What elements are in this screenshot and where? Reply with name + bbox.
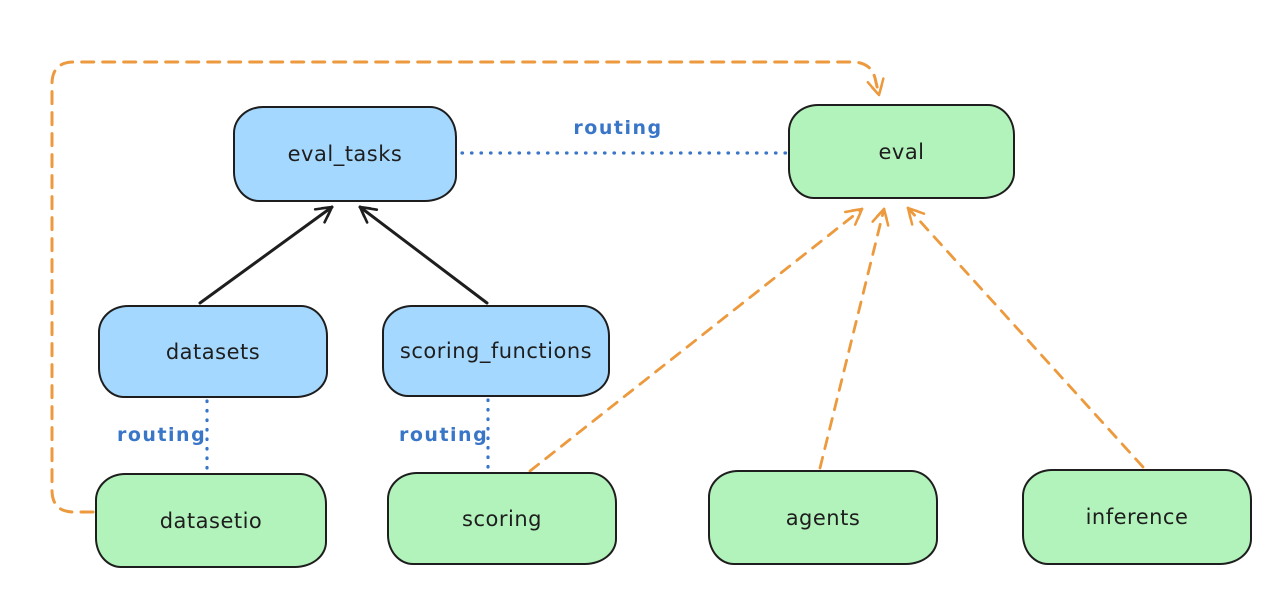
node-datasets-label: datasets (165, 339, 261, 364)
node-datasetio: datasetio (95, 473, 327, 568)
node-inference-label: inference (1085, 505, 1189, 529)
edge-scoring-functions-to-eval-tasks (358, 205, 489, 305)
node-agents-label: agents (785, 505, 861, 530)
edge-label-routing-scoring-functions-scoring: routing (399, 424, 489, 446)
node-scoring-functions-label: scoring_functions (399, 339, 593, 363)
node-inference: inference (1022, 469, 1252, 565)
node-eval-tasks-label: eval_tasks (287, 142, 403, 166)
node-scoring-label: scoring (462, 506, 542, 531)
node-eval-label: eval (878, 139, 925, 164)
node-datasets: datasets (98, 305, 328, 398)
node-scoring-functions: scoring_functions (382, 305, 610, 397)
edge-label-routing-eval-tasks-eval: routing (573, 117, 663, 139)
edge-agents-to-eval (818, 207, 890, 470)
edge-datasets-to-eval-tasks (198, 205, 334, 305)
edge-label-routing-datasets-datasetio: routing (117, 424, 207, 446)
node-eval-tasks: eval_tasks (233, 106, 457, 202)
node-scoring: scoring (387, 472, 617, 565)
node-datasetio-label: datasetio (159, 508, 263, 533)
node-eval: eval (788, 104, 1015, 199)
edge-inference-to-eval (906, 206, 1145, 469)
node-agents: agents (708, 470, 938, 565)
